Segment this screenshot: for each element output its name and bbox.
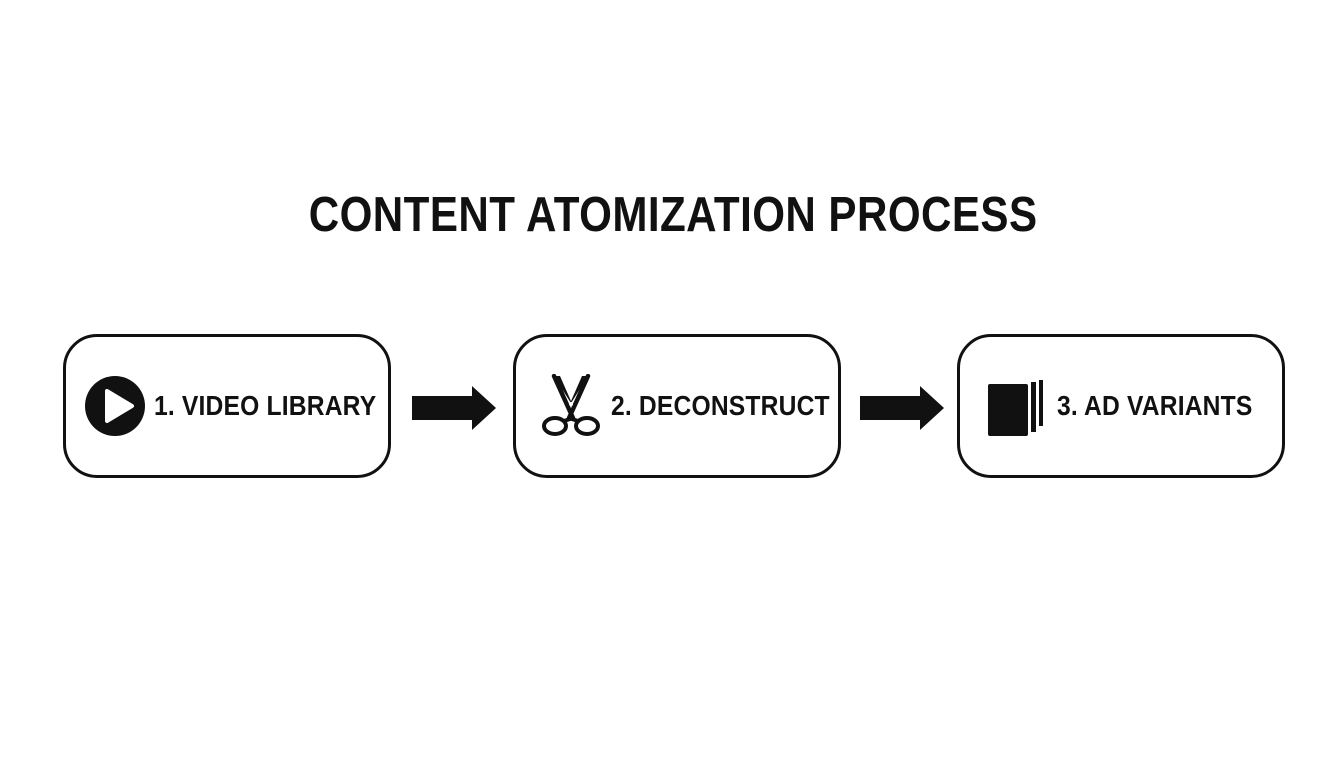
right-arrow-icon <box>860 386 944 430</box>
play-circle-icon <box>84 375 146 437</box>
step-label: 3. AD VARIANTS <box>1057 390 1253 421</box>
scissors-icon <box>540 374 602 438</box>
stacked-pages-icon <box>986 374 1050 438</box>
step-ad-variants: 3. AD VARIANTS <box>957 334 1285 478</box>
step-deconstruct: 2. DECONSTRUCT <box>513 334 841 478</box>
step-label: 1. VIDEO LIBRARY <box>154 390 377 421</box>
right-arrow-icon <box>412 386 496 430</box>
step-label: 2. DECONSTRUCT <box>611 390 830 421</box>
diagram-title: CONTENT ATOMIZATION PROCESS <box>308 188 1038 242</box>
step-video-library: 1. VIDEO LIBRARY <box>63 334 391 478</box>
